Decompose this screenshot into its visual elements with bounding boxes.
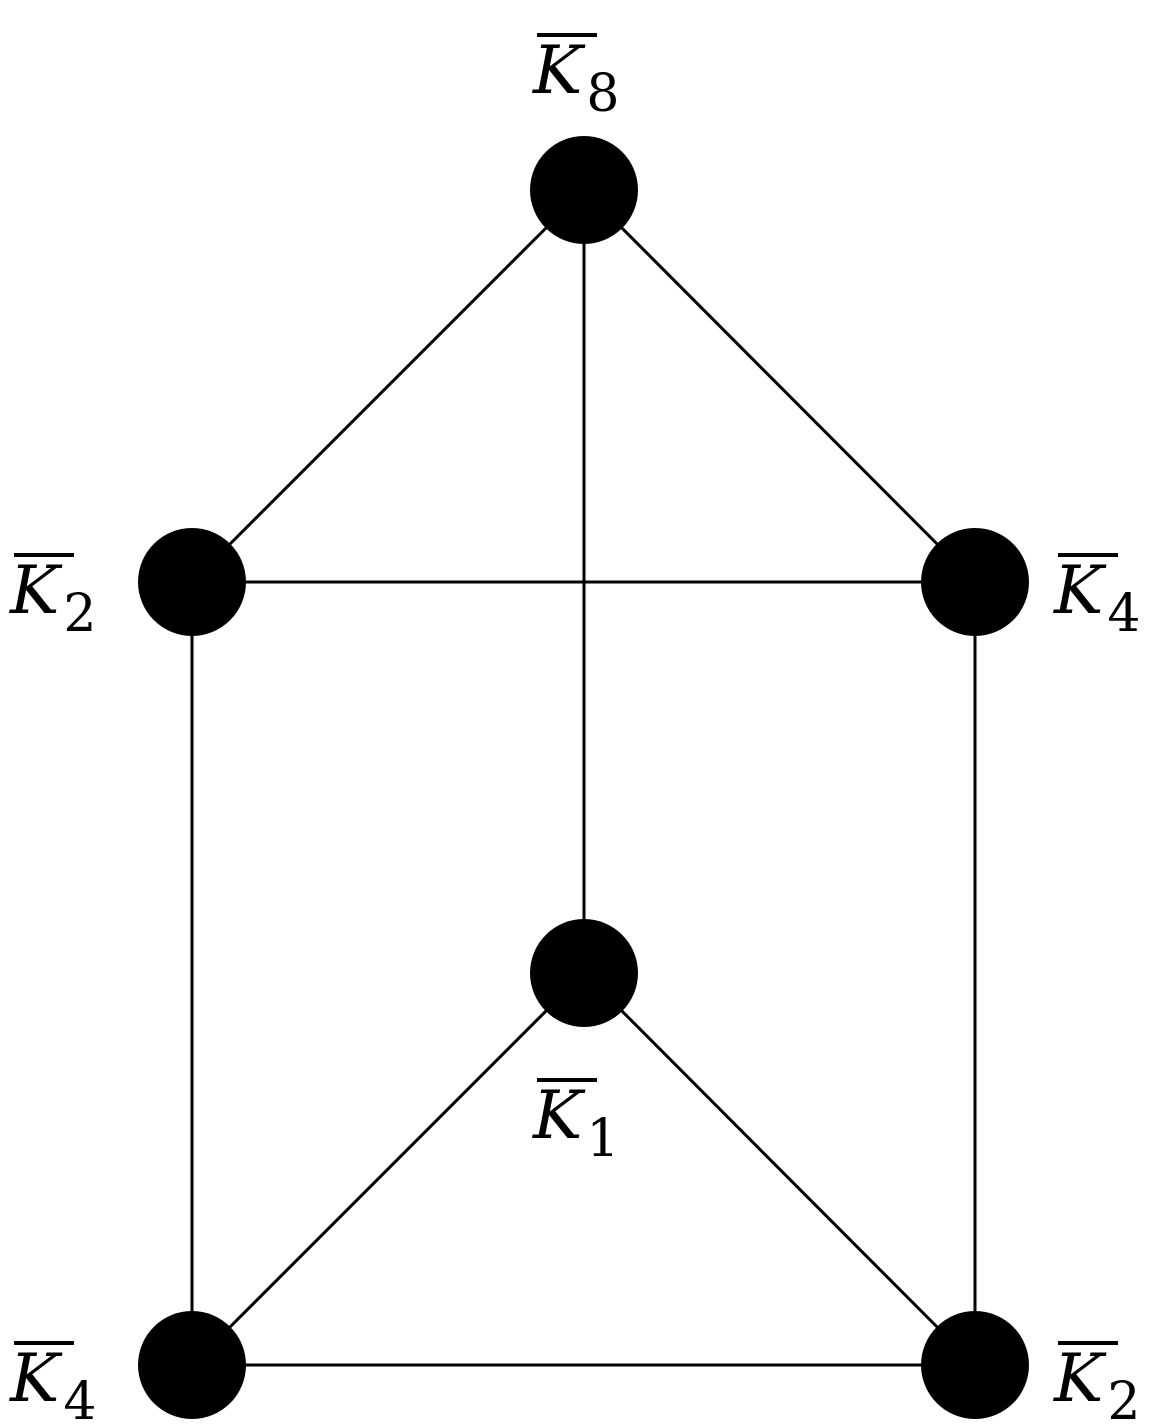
label-top: K8 xyxy=(532,32,619,124)
edges-layer xyxy=(190,188,977,1367)
nodes-layer xyxy=(138,136,1029,1419)
node-center xyxy=(530,919,638,1027)
node-label-subscript: 1 xyxy=(586,1109,619,1169)
node-label-subscript: 4 xyxy=(63,1372,96,1428)
edge-top-to-mid-left xyxy=(190,188,586,584)
edge-center-to-bottom-right xyxy=(582,971,977,1367)
node-label-subscript: 2 xyxy=(1107,1372,1140,1428)
node-mid-right xyxy=(921,528,1029,636)
node-label-subscript: 2 xyxy=(63,584,96,644)
node-label-mid-right: K4 xyxy=(1053,552,1140,644)
node-label-bottom-left: K4 xyxy=(9,1340,96,1428)
label-mid-right: K4 xyxy=(1053,552,1140,644)
node-mid-left xyxy=(138,528,246,636)
node-label-center: K1 xyxy=(532,1077,619,1169)
node-bottom-left xyxy=(138,1311,246,1419)
node-label-mid-left: K2 xyxy=(9,552,96,644)
node-label-symbol: K xyxy=(532,1077,586,1154)
node-label-symbol: K xyxy=(1053,552,1107,629)
edge-center-to-bottom-left xyxy=(190,971,586,1367)
node-label-subscript: 8 xyxy=(586,64,619,124)
node-label-symbol: K xyxy=(1053,1340,1107,1417)
label-bottom-right: K2 xyxy=(1053,1340,1140,1428)
edge-top-to-mid-right xyxy=(582,188,977,584)
node-bottom-right xyxy=(921,1311,1029,1419)
node-label-symbol: K xyxy=(9,552,63,629)
node-label-bottom-right: K2 xyxy=(1053,1340,1140,1428)
node-top xyxy=(530,136,638,244)
label-mid-left: K2 xyxy=(9,552,96,644)
node-label-symbol: K xyxy=(9,1340,63,1417)
node-label-subscript: 4 xyxy=(1107,584,1140,644)
label-center: K1 xyxy=(532,1077,619,1169)
node-label-symbol: K xyxy=(532,32,586,109)
label-bottom-left: K4 xyxy=(9,1340,96,1428)
node-label-top: K8 xyxy=(532,32,619,124)
